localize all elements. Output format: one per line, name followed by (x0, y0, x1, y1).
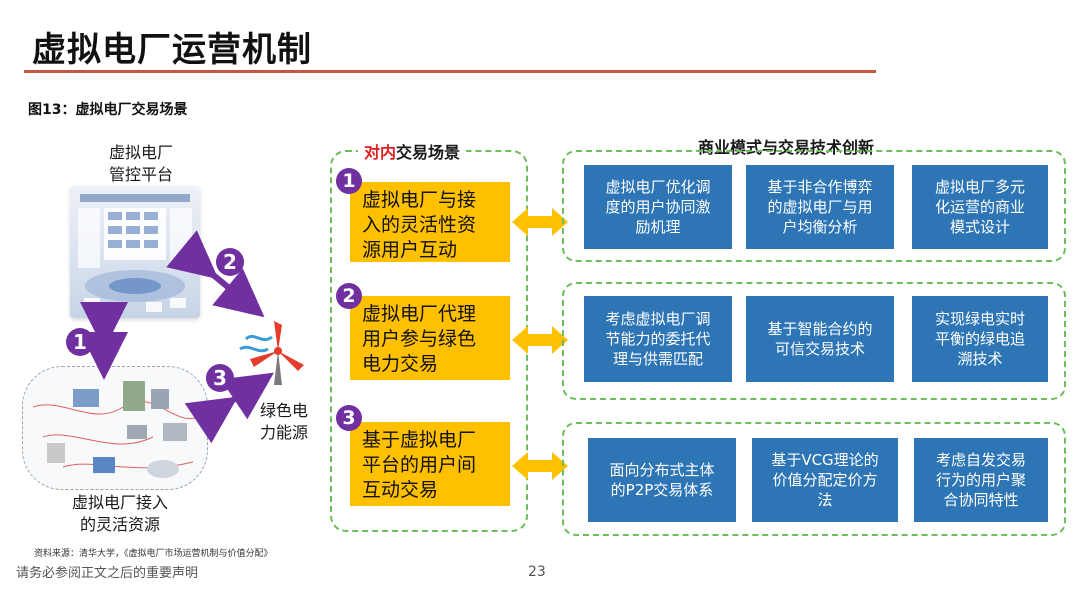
scene-3-line2: 平台的用户间 (362, 454, 477, 476)
scene-link-arrows (512, 208, 568, 480)
tech-3-1-line2: 的P2P交易体系 (610, 481, 714, 499)
innovation-panel-tag: 商业模式与交易技术创新 (692, 134, 881, 158)
inner-panel-tag-highlight: 对内 (364, 143, 397, 162)
tech-2-1-line2: 节能力的委托代 (605, 330, 711, 348)
tech-1-1-line3: 励机理 (635, 218, 681, 236)
page-number: 23 (528, 564, 546, 580)
tech-box-2-1: 考虑虚拟电厂调 节能力的委托代 理与供需匹配 (584, 296, 732, 382)
tech-box-1-3: 虚拟电厂多元 化运营的商业 模式设计 (912, 165, 1048, 249)
tech-1-2-line1: 基于非合作博弈 (767, 178, 873, 196)
scene-card-2: 虚拟电厂代理 用户参与绿色 电力交易 (350, 296, 510, 380)
scene-card-1: 虚拟电厂与接 入的灵活性资 源用户互动 (350, 182, 510, 262)
arrow-platform-green (166, 230, 265, 318)
scene-3-line3: 互动交易 (362, 479, 439, 501)
inner-panel-tag-text: 交易场景 (396, 143, 461, 162)
source-note: 资料来源：清华大学，《虚拟电厂市场运营机制与价值分配》 (34, 549, 273, 559)
connection-arrows (80, 230, 274, 444)
scene-2-number: 2 (336, 283, 362, 309)
tech-2-2-line2: 可信交易技术 (774, 340, 865, 358)
scene-1-line1: 虚拟电厂与接 (362, 189, 477, 211)
arrow-resources-green (184, 372, 274, 444)
platform-label-line2: 管控平台 (108, 165, 173, 184)
resources-label: 虚拟电厂接入 的灵活资源 (60, 492, 180, 536)
scene-3-line1: 基于虚拟电厂 (362, 429, 477, 451)
page-title: 虚拟电厂运营机制 (32, 30, 312, 70)
scene-2-line3: 电力交易 (362, 353, 439, 375)
tech-3-3-line2: 行为的用户聚 (935, 471, 1026, 489)
tech-3-2-line1: 基于VCG理论的 (771, 451, 879, 469)
grid-resources-illustration (32, 381, 200, 478)
tech-2-1-line3: 理与供需匹配 (612, 350, 703, 368)
tech-1-3-line3: 模式设计 (949, 218, 1010, 236)
tech-3-2-line2: 价值分配定价方 (772, 471, 878, 489)
tech-box-3-1: 面向分布式主体 的P2P交易体系 (588, 438, 736, 522)
tech-box-3-2: 基于VCG理论的 价值分配定价方 法 (752, 438, 898, 522)
tech-1-2-line3: 户均衡分析 (782, 218, 858, 236)
platform-label: 虚拟电厂 管控平台 (86, 142, 196, 186)
resources-label-line1: 虚拟电厂接入 (71, 493, 168, 512)
resources-label-line2: 的灵活资源 (79, 515, 160, 534)
scene-card-3: 基于虚拟电厂 平台的用户间 互动交易 (350, 422, 510, 506)
tech-row-1 (562, 150, 1066, 262)
tech-1-3-line1: 虚拟电厂多元 (934, 178, 1025, 196)
tech-box-2-2: 基于智能合约的 可信交易技术 (746, 296, 894, 382)
double-arrow-3 (512, 452, 568, 480)
tech-3-3-line3: 合协同特性 (943, 491, 1019, 509)
tech-3-3-line1: 考虑自发交易 (935, 451, 1026, 469)
platform-label-line1: 虚拟电厂 (108, 143, 173, 162)
tech-3-1-line1: 面向分布式主体 (609, 461, 715, 479)
wind-turbine-icon (239, 321, 304, 385)
scene-2-line1: 虚拟电厂代理 (362, 303, 477, 325)
scene-1-line2: 入的灵活性资 (362, 214, 477, 236)
scene-1-line3: 源用户互动 (362, 239, 458, 261)
tech-1-2-line2: 的虚拟电厂与用 (767, 198, 873, 216)
title-divider (24, 70, 876, 73)
tech-box-3-3: 考虑自发交易 行为的用户聚 合协同特性 (914, 438, 1048, 522)
tech-row-2 (562, 282, 1066, 400)
scene-2-line2: 用户参与绿色 (362, 328, 477, 350)
inner-panel-tag: 对内交易场景 (358, 139, 467, 163)
disclaimer: 请务必参阅正文之后的重要声明 (16, 566, 199, 581)
tech-row-3 (562, 422, 1066, 536)
marker-3: 3 (206, 364, 234, 392)
double-arrow-2 (512, 326, 568, 354)
tech-2-3-line1: 实现绿电实时 (934, 310, 1025, 328)
double-arrow-1 (512, 208, 568, 236)
scene-1-number: 1 (336, 168, 362, 194)
tech-box-2-3: 实现绿电实时 平衡的绿电追 溯技术 (912, 296, 1048, 382)
tech-box-1-2: 基于非合作博弈 的虚拟电厂与用 户均衡分析 (746, 165, 894, 249)
tech-2-3-line3: 溯技术 (957, 350, 1003, 368)
tech-2-3-line2: 平衡的绿电追 (934, 330, 1025, 348)
tech-2-2-line1: 基于智能合约的 (767, 320, 873, 338)
tech-box-1-1: 虚拟电厂优化调 度的用户协同激 励机理 (584, 165, 732, 249)
tech-3-2-line3: 法 (817, 491, 833, 509)
tech-2-1-line1: 考虑虚拟电厂调 (605, 310, 711, 328)
marker-1: 1 (66, 328, 94, 356)
figure-caption: 图13：虚拟电厂交易场景 (28, 102, 188, 118)
tech-1-1-line1: 虚拟电厂优化调 (605, 178, 711, 196)
marker-2: 2 (216, 248, 244, 276)
tech-1-3-line2: 化运营的商业 (934, 198, 1025, 216)
tech-1-1-line2: 度的用户协同激 (605, 198, 711, 216)
scene-3-number: 3 (336, 405, 362, 431)
